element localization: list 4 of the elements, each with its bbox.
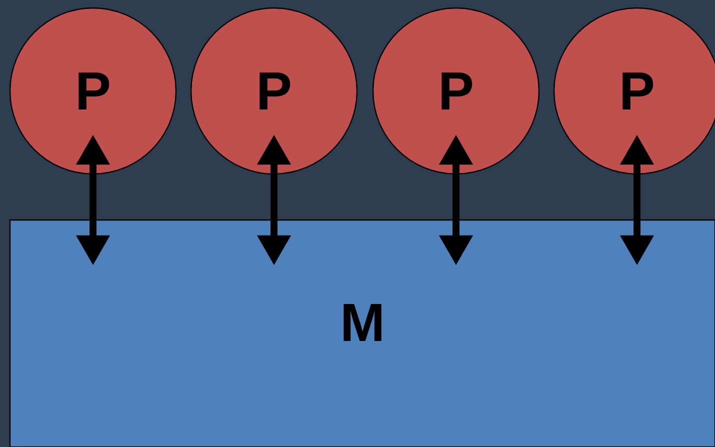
circle-node: P xyxy=(553,7,715,175)
circle-node: P xyxy=(9,7,177,175)
circle-node: P xyxy=(190,7,358,175)
circle-node: P xyxy=(372,7,540,175)
